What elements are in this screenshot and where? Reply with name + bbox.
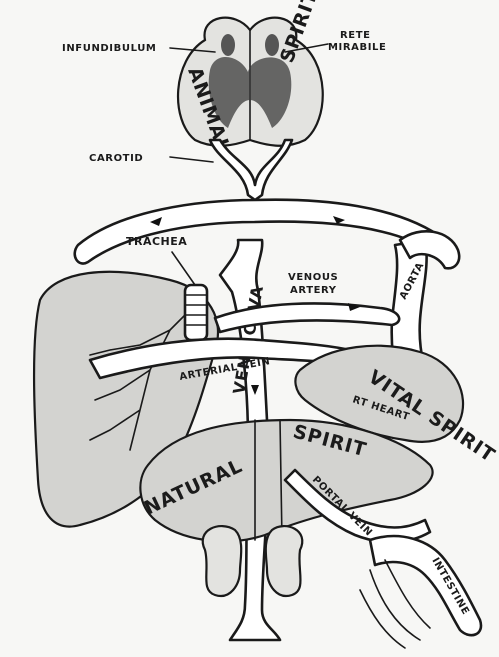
carotid-label: CAROTID (89, 153, 143, 164)
rete-label-line1: RETE (340, 30, 371, 41)
artery-label: ARTERY (290, 285, 337, 296)
venous-label: VENOUS (288, 272, 338, 283)
trachea (185, 285, 207, 340)
intestine (360, 536, 481, 648)
trachea-label: TRACHEA (126, 235, 187, 248)
carotid-vessel (210, 140, 292, 200)
rete-label-line2: MIRABILE (328, 42, 386, 53)
left-kidney (203, 526, 242, 596)
infundibulum-label: INFUNDIBULUM (62, 43, 156, 54)
right-kidney (266, 526, 303, 596)
